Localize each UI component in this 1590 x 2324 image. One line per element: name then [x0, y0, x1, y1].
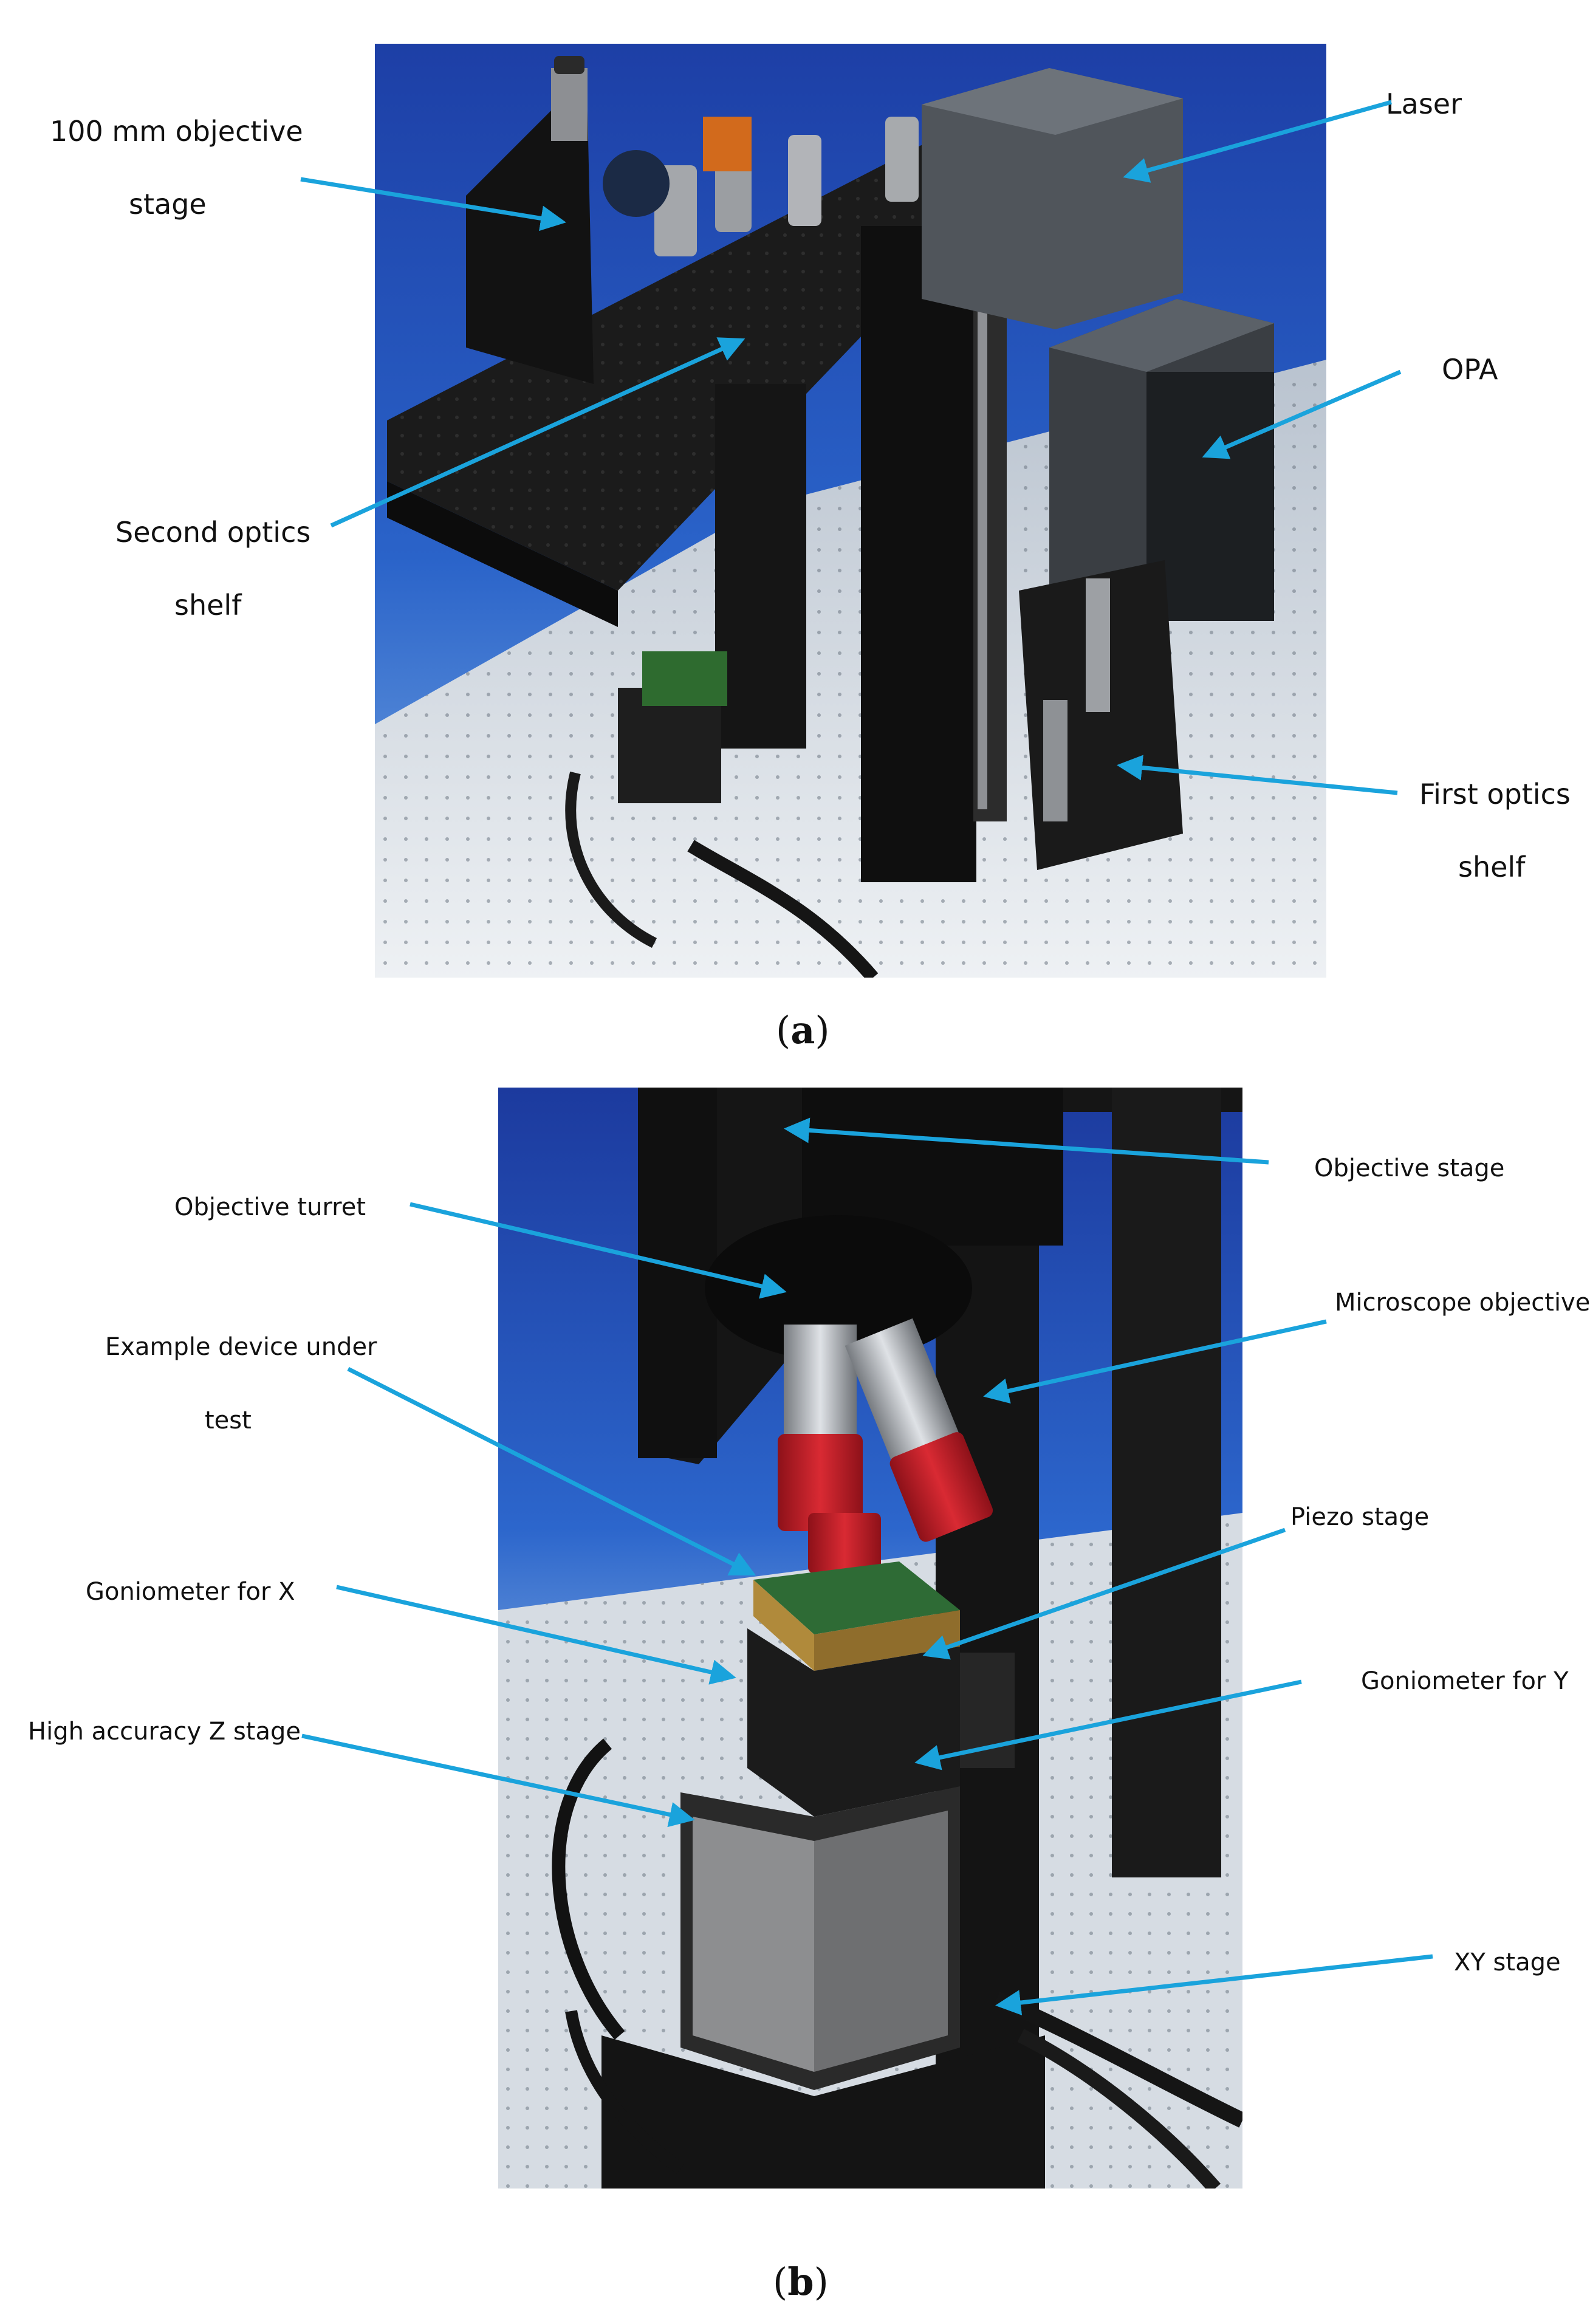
label-first-optics-shelf-line2: shelf [1458, 851, 1526, 883]
caption-a-close: ) [815, 1008, 830, 1052]
label-first-optics-shelf-line1: First optics [1419, 778, 1571, 811]
label-microscope-objective: Microscope objective [1335, 1289, 1590, 1317]
label-100mm-objective-stage-line2: stage [129, 188, 207, 221]
caption-b-close: ) [814, 2260, 829, 2304]
caption-a: (a) [776, 1012, 830, 1049]
caption-b-open: ( [773, 2260, 788, 2304]
label-opa: OPA [1442, 353, 1498, 386]
photo-a-laser-setup [375, 44, 1326, 978]
label-xy-stage: XY stage [1454, 1949, 1561, 1976]
caption-a-letter: a [790, 1008, 815, 1052]
photo-b-microscope-stage [498, 1088, 1242, 2189]
label-goniometer-y: Goniometer for Y [1361, 1667, 1569, 1695]
label-objective-turret: Objective turret [174, 1193, 366, 1221]
label-piezo-stage: Piezo stage [1290, 1503, 1430, 1531]
label-goniometer-x: Goniometer for X [86, 1578, 295, 1606]
photo-b-illustration [498, 1088, 1242, 2189]
label-z-stage: High accuracy Z stage [28, 1718, 301, 1746]
caption-b: (b) [773, 2263, 829, 2301]
label-second-optics-shelf-line1: Second optics [115, 516, 311, 549]
label-objective-stage: Objective stage [1314, 1154, 1505, 1182]
label-example-device-line2: test [205, 1407, 252, 1435]
caption-b-letter: b [787, 2260, 814, 2304]
label-second-optics-shelf-line2: shelf [174, 589, 242, 622]
label-example-device-line1: Example device under [105, 1333, 377, 1361]
label-laser: Laser [1386, 87, 1462, 120]
caption-a-open: ( [776, 1008, 791, 1052]
label-100mm-objective-stage-line1: 100 mm objective [50, 115, 303, 148]
photo-a-illustration [375, 44, 1326, 978]
